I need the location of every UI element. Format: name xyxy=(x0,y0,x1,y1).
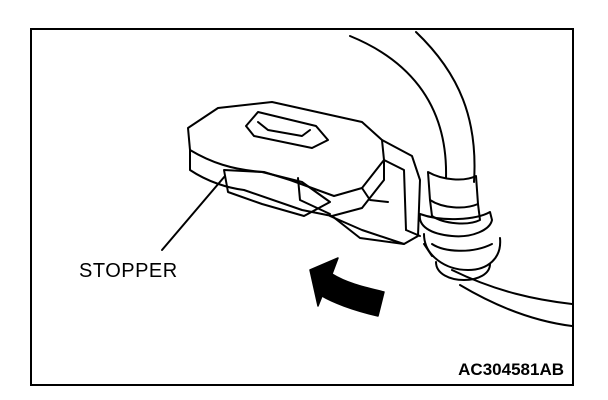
stopper-label: STOPPER xyxy=(79,260,178,282)
figure-frame: STOPPER AC304581AB xyxy=(30,28,574,386)
illustration xyxy=(161,31,572,327)
hose-coupling xyxy=(418,171,502,281)
figure-id-label: AC304581AB xyxy=(458,360,564,379)
rotation-arrow xyxy=(309,257,385,317)
stopper-body xyxy=(187,101,421,245)
stopper-leader-line xyxy=(161,175,226,251)
hose xyxy=(349,31,572,327)
